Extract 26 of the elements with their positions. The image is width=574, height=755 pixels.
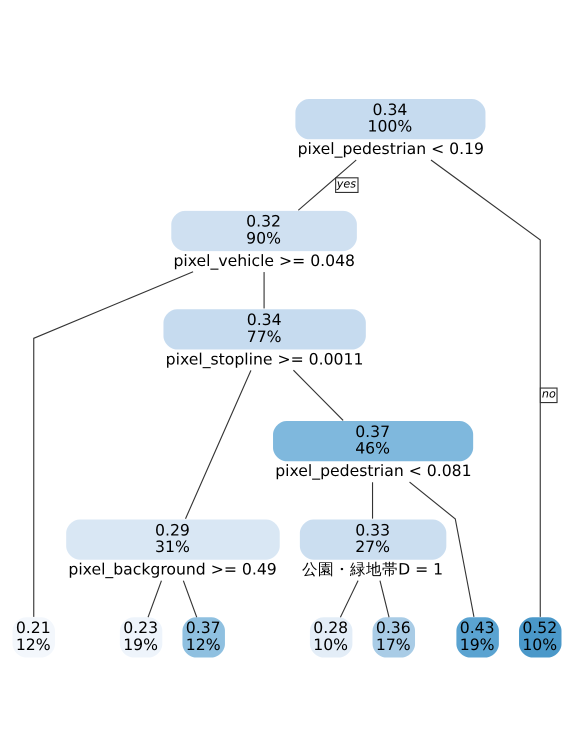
node-box: 0.33 27% <box>300 518 446 560</box>
connector <box>264 272 265 308</box>
connector <box>430 159 541 616</box>
node-label: pixel_pedestrian < 0.19 <box>298 138 484 158</box>
connector <box>372 482 374 518</box>
node-box: 0.32 90% <box>171 210 357 251</box>
connector <box>379 580 390 617</box>
node-label: pixel_background >= 0.49 <box>68 558 277 578</box>
connector <box>298 159 357 210</box>
edge-label: no <box>542 387 556 400</box>
connector <box>148 580 162 617</box>
connector <box>293 369 344 420</box>
node-box: 0.29 31% <box>66 518 280 560</box>
node-label: pixel_stopline >= 0.0011 <box>166 348 364 368</box>
connector <box>33 270 194 616</box>
node-label: pixel_pedestrian < 0.081 <box>275 460 472 480</box>
node-box: 0.34 77% <box>163 308 366 349</box>
node-box: 0.34 100% <box>295 98 486 139</box>
edge-label: yes <box>336 176 356 190</box>
node-box: 0.37 46% <box>273 420 474 461</box>
connector <box>340 580 359 617</box>
node-label: pixel_vehicle >= 0.048 <box>174 250 355 270</box>
node-label: 公園・緑地帯D = 1 <box>302 558 444 578</box>
connector <box>409 481 474 616</box>
connector <box>182 580 198 617</box>
connector <box>185 370 252 518</box>
